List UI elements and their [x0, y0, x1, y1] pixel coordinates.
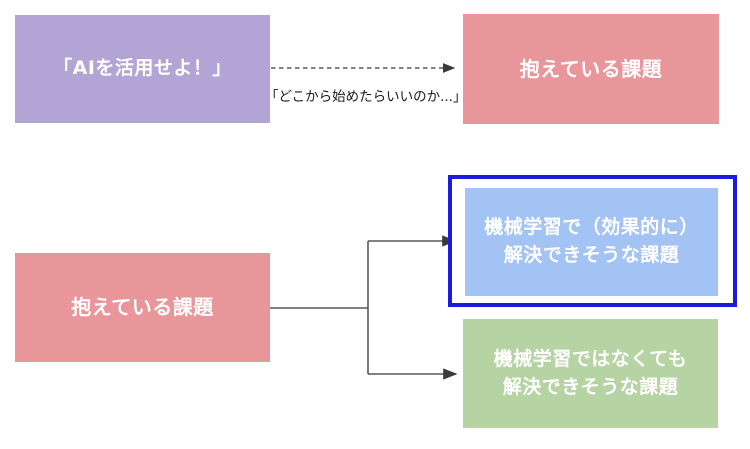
directive-box: 「AIを活用せよ！」	[15, 15, 270, 123]
problem-box-top-label: 抱えている課題	[519, 56, 663, 81]
non-ml-solvable-box-line1: 機械学習ではなくても	[493, 347, 688, 370]
ml-solvable-box-line2: 解決できそうな課題	[503, 244, 680, 266]
non-ml-solvable-box-line2: 解決できそうな課題	[502, 375, 679, 398]
non-ml-solvable-box: 機械学習ではなくても 解決できそうな課題	[463, 319, 718, 428]
problem-box-middle-label: 抱えている課題	[71, 295, 214, 319]
problem-box-top: 抱えている課題	[463, 14, 719, 124]
ml-solvable-box: 機械学習で（効果的に） 解決できそうな課題	[465, 188, 718, 296]
ml-solvable-box-line1: 機械学習で（効果的に）	[484, 216, 699, 239]
directive-box-label: 「AIを活用せよ！」	[53, 57, 232, 80]
dashed-arrow-caption: 「どこから始めたらいいのか...」	[265, 89, 467, 105]
problem-box-middle: 抱えている課題	[15, 253, 270, 362]
